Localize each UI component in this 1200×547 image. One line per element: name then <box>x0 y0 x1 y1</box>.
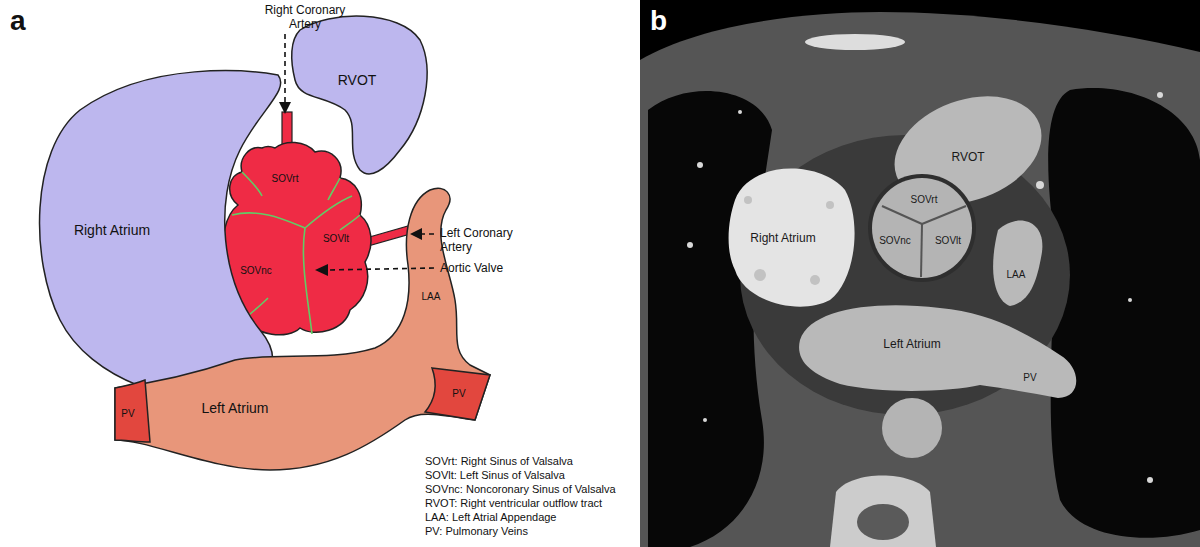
chamber-shape-outline <box>286 12 431 182</box>
node-label: SOVlt <box>323 233 349 245</box>
legend-text: SOVrt: Right Sinus of Valsalva <box>425 455 573 468</box>
ct-label: LAA <box>1007 269 1026 281</box>
sinus-region: SOVlt <box>310 228 362 250</box>
ct-label: SOVnc <box>879 235 911 247</box>
callout-text: Aortic Valve <box>440 261 503 275</box>
chamber-shape: Left Atrium LAA PV PV <box>105 185 495 480</box>
ct-label: RVOT <box>951 150 984 164</box>
vein-shape: PV <box>110 378 154 444</box>
vein-shape-outline <box>425 368 490 420</box>
legend-text: LAA: Left Atrial Appendage <box>425 511 557 524</box>
node-label: SOVrt <box>272 173 299 185</box>
chamber-shape-outline <box>105 185 495 480</box>
vein-shape: PV <box>422 364 494 424</box>
ct-sternum <box>805 34 905 50</box>
vein-shape-outline <box>115 380 150 442</box>
legend-text: RVOT: Right ventricular outflow tract <box>425 497 602 510</box>
ct-label: SOVlt <box>935 235 961 247</box>
panel-letter: b <box>650 4 667 38</box>
ct-label: SOVrt <box>911 194 938 206</box>
arrow-head <box>279 102 291 114</box>
ct-left-atrium <box>799 305 1076 398</box>
node-label: PV <box>121 408 134 420</box>
chamber-shape-outline <box>292 16 427 174</box>
ct-right-atrium <box>729 169 855 307</box>
node-label: Right Atrium <box>74 222 150 239</box>
ct-laa <box>993 221 1042 306</box>
node-label: RVOT <box>338 72 377 89</box>
ct-texture <box>744 196 834 285</box>
left-coronary-tube <box>366 226 410 246</box>
ct-body <box>640 12 1200 547</box>
ct-spine <box>857 504 909 540</box>
leader-line <box>420 233 434 235</box>
node-label: SOVnc <box>240 265 272 277</box>
chamber-shape-outline <box>40 71 281 399</box>
ct-vessels <box>687 92 1163 483</box>
ct-lung <box>1048 88 1200 538</box>
leader-line <box>326 268 434 270</box>
chamber-shape-outline <box>115 188 490 470</box>
legend-text: PV: Pulmonary Veins <box>425 525 528 538</box>
arrow-head <box>410 228 422 240</box>
node-label: PV <box>452 388 465 400</box>
ct-background <box>640 0 1200 547</box>
leader-line <box>284 34 286 104</box>
ct-aortic-wall <box>868 174 976 282</box>
callout-text: Left Coronary Artery <box>440 226 535 255</box>
ct-label: Right Atrium <box>750 231 815 245</box>
sinus-region: SOVnc <box>228 260 284 282</box>
chamber-shape: RVOT <box>286 12 431 182</box>
legend-text: SOVnc: Noncoronary Sinus of Valsalva <box>425 483 616 496</box>
ct-aortic-root <box>872 178 972 278</box>
callout-text: Right Coronary Artery <box>255 3 355 32</box>
sinus-region: SOVrt <box>258 168 312 190</box>
node-sublabel: LAA <box>422 291 441 303</box>
arrow-head <box>315 264 328 276</box>
aortic-valve-lines <box>232 172 360 334</box>
ct-spine <box>830 476 936 547</box>
ct-label: PV <box>1023 372 1036 384</box>
legend-text: SOVlt: Left Sinus of Valsalva <box>425 469 565 482</box>
ct-descending-aorta <box>882 398 942 458</box>
ct-label: Left Atrium <box>883 337 940 351</box>
panel-letter: a <box>10 4 26 38</box>
node-label: Left Atrium <box>202 400 269 417</box>
